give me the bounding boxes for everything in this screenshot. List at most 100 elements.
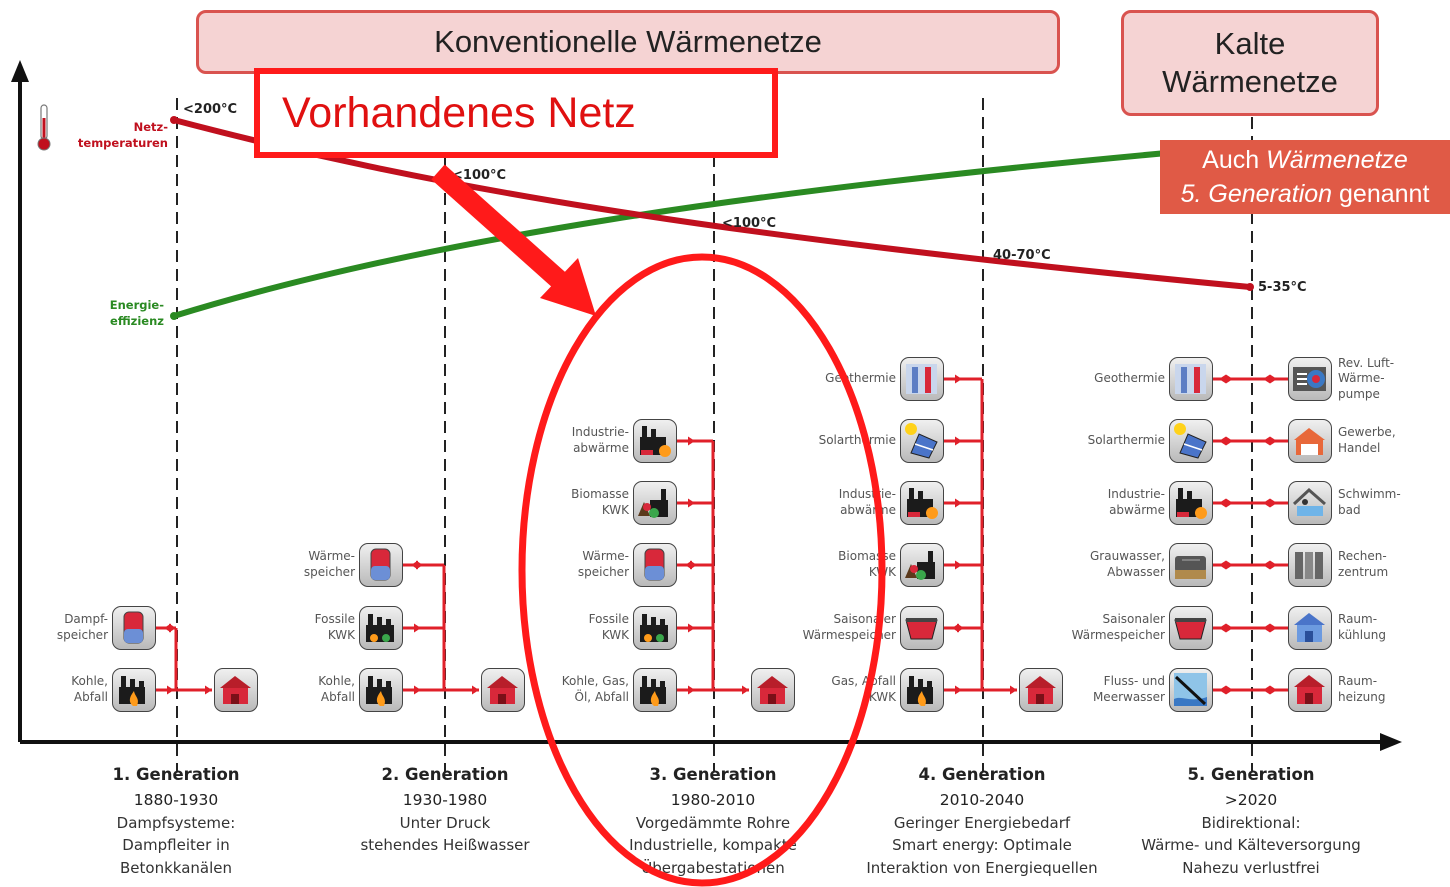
fifth-generation-callout: Auch Wärmenetze 5. Generation genannt	[1160, 140, 1450, 214]
existing-network-label-box: Vorhandenes Netz	[254, 68, 778, 158]
pipe-arrow-right	[169, 623, 176, 633]
geothermal-icon	[900, 357, 944, 401]
industry-waste-heat-icon	[1169, 481, 1213, 525]
factory-fire-icon	[359, 668, 403, 712]
source-label: Kohle,Abfall	[245, 674, 355, 705]
pipe-arrow-right	[1010, 685, 1017, 695]
pipe-arrow-left	[1263, 685, 1270, 695]
greywater-icon	[1169, 543, 1213, 587]
cold-networks-label-line1: Kalte	[1214, 26, 1286, 62]
pipe-arrow-right	[472, 685, 479, 695]
label-line: heizung	[1338, 689, 1386, 704]
generation-description-line: Unter Druck	[399, 813, 491, 832]
generation-description-line: Wärme- und Kälteversorgung	[1141, 836, 1361, 855]
pipe-arrow-right	[742, 685, 749, 695]
temp-curve-end-dot	[1246, 283, 1254, 291]
seasonal-storage-icon	[1169, 606, 1213, 650]
pipe-arrow-right	[690, 560, 697, 570]
temp-label-gen5: 5-35°C	[1258, 280, 1307, 295]
energy-efficiency-axis-label: Energie- effizienz	[58, 298, 164, 329]
pipe-arrow-right	[688, 436, 695, 446]
factory-chp-icon	[359, 606, 403, 650]
pipe-arrow-right	[1270, 436, 1277, 446]
network-temperature-axis-label: Netz- temperaturen	[58, 120, 168, 151]
factory-chp-icon	[633, 606, 677, 650]
pipe-arrow-right	[957, 623, 964, 633]
pipe-arrow-right	[1226, 436, 1233, 446]
pipe-arrow-right	[1226, 623, 1233, 633]
pipe-arrow-left	[1263, 623, 1270, 633]
source-label: Solarthermie	[786, 433, 896, 449]
label-line: Fossile	[314, 612, 355, 627]
pipe-arrow-right	[416, 560, 423, 570]
label-line: zentrum	[1338, 564, 1389, 579]
source-label: Industrie-abwärme	[786, 487, 896, 518]
label-line: Industrie-	[1107, 487, 1165, 502]
pipe-arrow-right	[955, 374, 962, 384]
generation-years: 1930-1980	[402, 790, 488, 809]
solar-thermal-icon	[900, 419, 944, 463]
temp-label-gen1: <200°C	[183, 102, 238, 117]
generation-years: 2010-2040	[939, 790, 1025, 809]
label-line: Industrie-	[571, 425, 629, 440]
eff-axis-line1: Energie-	[109, 298, 164, 312]
temp-axis-line1: Netz-	[133, 120, 168, 134]
label-line: Öl, Abfall	[574, 689, 629, 704]
geothermal-icon	[1169, 357, 1213, 401]
conventional-networks-label: Konventionelle Wärmenetze	[434, 24, 822, 60]
label-line: Wärmespeicher	[802, 627, 896, 642]
temp-label-gen3: <100°C	[722, 216, 777, 231]
label-line: Gewerbe,	[1338, 425, 1396, 440]
biomass-chp-icon	[633, 481, 677, 525]
temp-curve-start-dot	[170, 116, 178, 124]
generation-description-line: Interaktion von Energiequellen	[866, 858, 1098, 877]
label-line: KWK	[868, 564, 896, 579]
factory-fire-icon	[900, 668, 944, 712]
source-label: Rev. Luft-Wärme-pumpe	[1338, 356, 1394, 403]
house-icon	[1019, 668, 1063, 712]
factory-fire-icon	[633, 668, 677, 712]
generation-description-line: Smart energy: Optimale	[892, 836, 1072, 855]
generation-description-line: Dampfleiter in	[122, 836, 230, 855]
label-line: Solarthermie	[1087, 433, 1165, 448]
label-line: Dampf-	[64, 612, 108, 627]
callout-text-1: Auch	[1202, 146, 1267, 174]
label-line: Abfall	[320, 689, 355, 704]
callout-text-2: Wärmenetze	[1266, 146, 1408, 174]
cold-networks-label-line2: Wärmenetze	[1162, 64, 1338, 99]
generation-title: 1. Generation	[112, 765, 240, 784]
label-line: Rechen-	[1338, 549, 1387, 564]
commerce-icon	[1288, 419, 1332, 463]
heat-pump-icon	[1288, 357, 1332, 401]
source-label: Raum-kühlung	[1338, 612, 1386, 643]
existing-network-label: Vorhandenes Netz	[282, 88, 636, 137]
pipe-arrow-right	[688, 623, 695, 633]
label-line: Geothermie	[1094, 371, 1165, 386]
label-line: Raum-	[1338, 612, 1378, 627]
source-label: Industrie-abwärme	[1055, 487, 1165, 518]
label-line: Kohle,	[71, 674, 108, 689]
label-line: Biomasse	[838, 549, 896, 564]
label-line: Saisonaler	[1102, 612, 1165, 627]
generation-description-line: Bidirektional:	[1201, 813, 1301, 832]
generation-years: 1880-1930	[133, 790, 219, 809]
temp-label-gen4: 40-70°C	[993, 248, 1051, 263]
pipe-arrow-left	[1219, 685, 1226, 695]
temp-axis-line2: temperaturen	[77, 135, 168, 150]
generation-years: 1980-2010	[670, 790, 756, 809]
label-line: Fluss- und	[1103, 674, 1165, 689]
pipe-arrow-right	[1270, 685, 1277, 695]
label-line: Rev. Luft-	[1338, 355, 1395, 370]
label-line: bad	[1338, 502, 1361, 517]
pipe-arrow-right	[1226, 685, 1233, 695]
pipe-arrow-right	[955, 498, 962, 508]
label-line: Fossile	[588, 612, 629, 627]
pipe-arrow-right	[1226, 498, 1233, 508]
pipe-arrow-left	[1219, 560, 1226, 570]
